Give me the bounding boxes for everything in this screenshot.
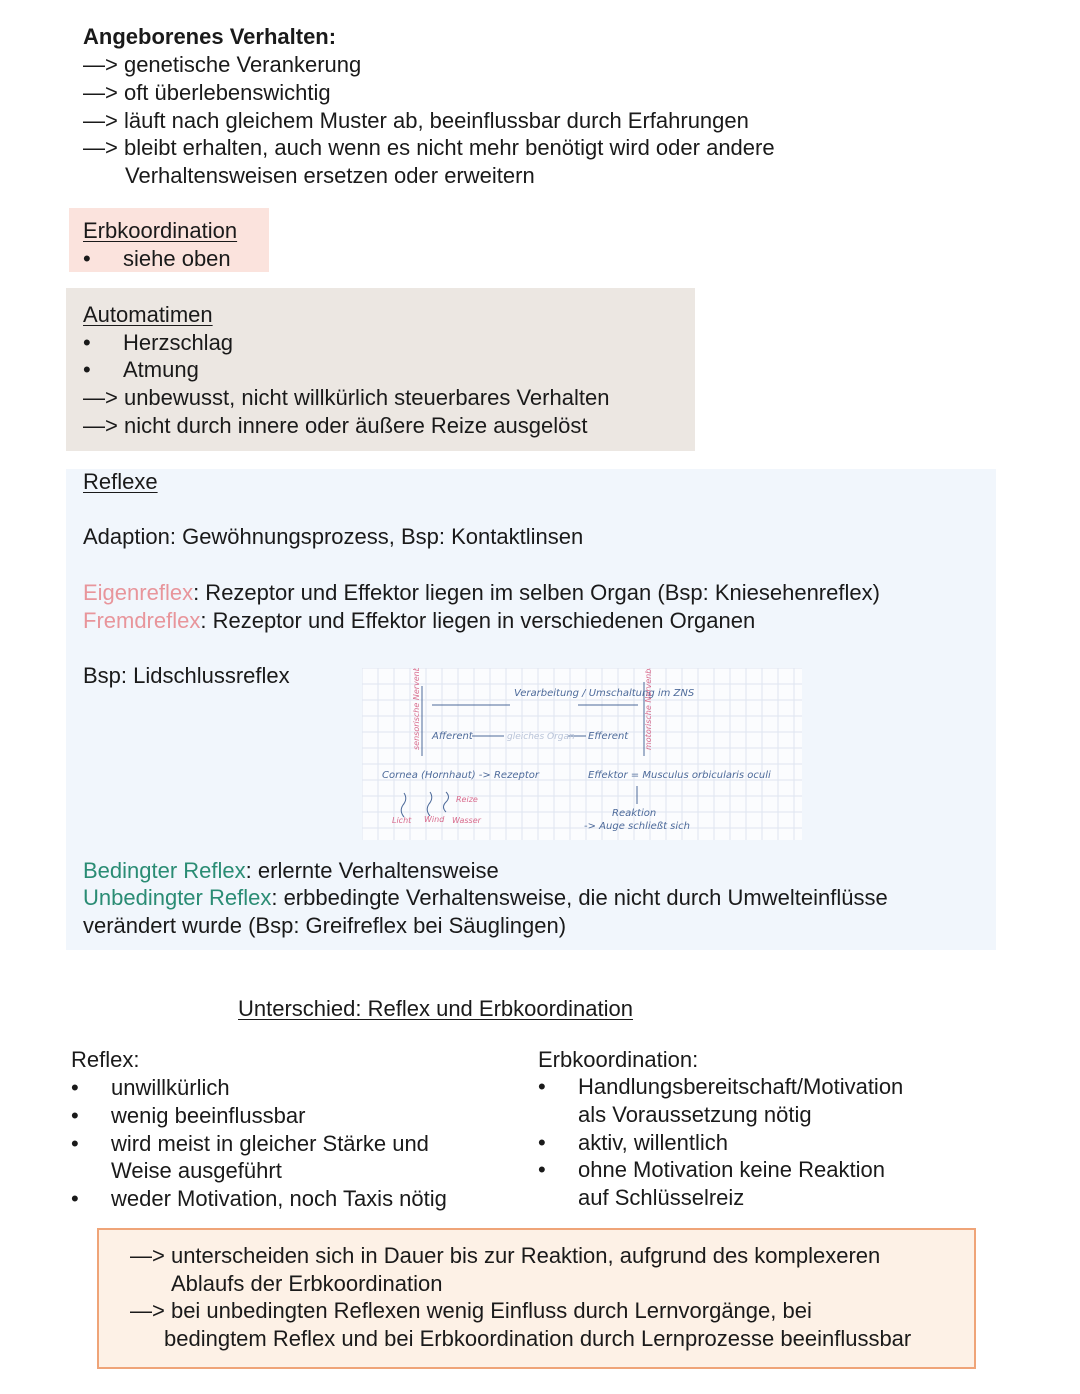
fremdreflex-term: Fremdreflex [83, 608, 201, 633]
erbkoordination-column-item: ohne Motivation keine Reaktion [578, 1157, 885, 1182]
summary-line-continuation: Ablaufs der Erbkoordination [171, 1271, 443, 1296]
bedingter-reflex-definition: : erlernte Verhaltensweise [245, 858, 499, 883]
fremdreflex-definition: : Rezeptor und Effektor liegen in versch… [200, 608, 756, 633]
comparison-title: Unterschied: Reflex und Erbkoordination [238, 996, 634, 1021]
reflex-column-item: unwillkürlich [111, 1075, 230, 1100]
sketch-afferent-label: Afferent [431, 731, 474, 742]
summary-box [97, 1228, 976, 1369]
unbedingter-reflex-term: Unbedingter Reflex [83, 885, 272, 910]
bullet: • [538, 1130, 546, 1155]
automatismen-heading: Automatimen [83, 302, 213, 327]
innate-point-continuation: Verhaltensweisen ersetzen oder erweitern [125, 163, 535, 188]
bullet: • [538, 1074, 546, 1099]
sketch-reiz: Wasser [452, 816, 482, 825]
example-label: Bsp: Lidschlussreflex [83, 663, 290, 688]
sketch-reize-label: Reize [456, 795, 478, 804]
reflex-column-heading: Reflex: [71, 1047, 140, 1072]
automatismen-point: —> nicht durch innere oder äußere Reize … [83, 413, 588, 438]
sketch-receptor-label: Cornea (Hornhaut) -> Rezeptor [382, 770, 540, 781]
automatismen-item: Atmung [123, 357, 199, 382]
erbkoordination-item: siehe oben [123, 246, 231, 271]
bullet: • [71, 1186, 79, 1211]
reflex-column-item: wird meist in gleicher Stärke und [111, 1131, 429, 1156]
erbkoordination-column-heading: Erbkoordination: [538, 1047, 699, 1072]
innate-heading: Angeborenes Verhalten: [83, 24, 337, 49]
innate-point: —> läuft nach gleichem Muster ab, beeinf… [83, 108, 749, 133]
unbedingter-reflex-line: Unbedingter Reflex: erbbedingte Verhalte… [83, 884, 888, 912]
sketch-left-vertical-label: sensorische Nervenbahn [412, 668, 421, 750]
sketch-right-vertical-label: motorische Nervenbahn [644, 668, 653, 750]
erbkoordination-box [69, 208, 269, 272]
fremdreflex-line: Fremdreflex: Rezeptor und Effektor liege… [83, 607, 755, 635]
innate-point: —> bleibt erhalten, auch wenn es nicht m… [83, 135, 775, 160]
reflex-column-item-continuation: Weise ausgeführt [111, 1158, 282, 1183]
sketch-middle-label: gleiches Organ [507, 732, 575, 742]
sketch-effector-label: Effektor = Musculus orbicularis oculi [588, 770, 771, 781]
summary-line: —> unterscheiden sich in Dauer bis zur R… [130, 1243, 881, 1268]
reflex-column-item: wenig beeinflussbar [111, 1103, 306, 1128]
eigenreflex-definition: : Rezeptor und Effektor liegen im selben… [193, 580, 880, 605]
reflex-column-item: weder Motivation, noch Taxis nötig [111, 1186, 447, 1211]
reflex-arc-sketch: Verarbeitung / Umschaltung im ZNS Affere… [362, 668, 802, 840]
summary-line-continuation: bedingtem Reflex und bei Erbkoordination… [164, 1326, 912, 1351]
automatismen-box [66, 288, 695, 451]
bedingter-reflex-line: Bedingter Reflex: erlernte Verhaltenswei… [83, 857, 499, 885]
erbkoordination-heading: Erbkoordination [83, 218, 238, 243]
erbkoordination-column-item: aktiv, willentlich [578, 1130, 728, 1155]
summary-line: —> bei unbedingten Reflexen wenig Einflu… [130, 1298, 812, 1323]
bullet: • [83, 357, 91, 382]
bullet: • [83, 330, 91, 355]
erbkoordination-column-item-continuation: als Voraussetzung nötig [578, 1102, 812, 1127]
sketch-reiz: Licht [392, 816, 412, 825]
bullet: • [71, 1131, 79, 1156]
eigenreflex-line: Eigenreflex: Rezeptor und Effektor liege… [83, 579, 880, 607]
innate-point: —> genetische Verankerung [83, 52, 362, 77]
automatismen-point: —> unbewusst, nicht willkürlich steuerba… [83, 385, 610, 410]
reflexe-heading: Reflexe [83, 469, 158, 494]
bullet: • [538, 1157, 546, 1182]
erbkoordination-column-item-continuation: auf Schlüsselreiz [578, 1185, 745, 1210]
sketch-reaktion-detail: -> Auge schließt sich [584, 821, 690, 832]
adaption-text: Adaption: Gewöhnungsprozess, Bsp: Kontak… [83, 524, 584, 549]
bedingter-reflex-term: Bedingter Reflex [83, 858, 246, 883]
unbedingter-reflex-continuation: verändert wurde (Bsp: Greifreflex bei Sä… [83, 913, 567, 938]
sketch-reiz: Wind [424, 815, 445, 824]
automatismen-item: Herzschlag [123, 330, 234, 355]
bullet: • [71, 1103, 79, 1128]
sketch-efferent-label: Efferent [588, 731, 629, 742]
unbedingter-reflex-definition: : erbbedingte Verhaltensweise, die nicht… [271, 885, 888, 910]
bullet: • [83, 246, 91, 271]
eigenreflex-term: Eigenreflex [83, 580, 194, 605]
bullet: • [71, 1075, 79, 1100]
sketch-reaktion-label: Reaktion [612, 808, 656, 819]
erbkoordination-column-item: Handlungsbereitschaft/Motivation [578, 1074, 904, 1099]
sketch-center-label: Verarbeitung / Umschaltung im ZNS [514, 688, 695, 699]
innate-point: —> oft überlebenswichtig [83, 80, 331, 105]
